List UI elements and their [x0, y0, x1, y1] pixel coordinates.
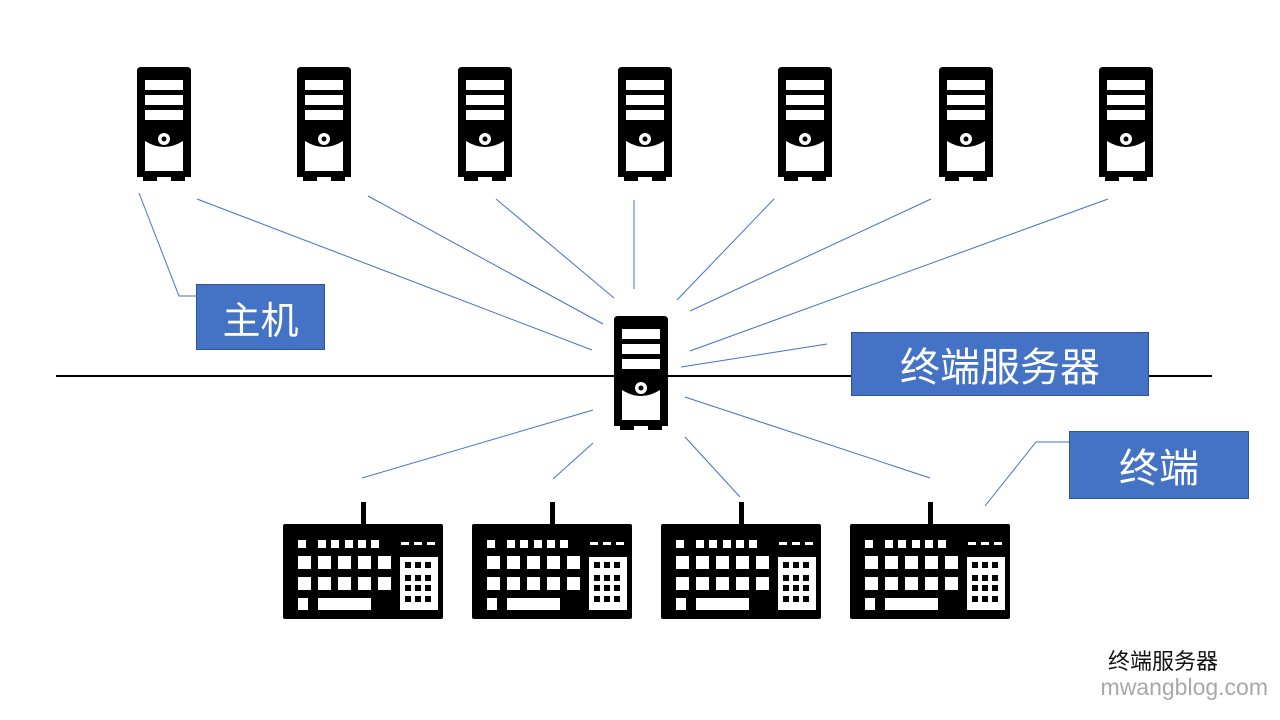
connector-host-2: [367, 195, 604, 325]
connector-host-3: [495, 198, 615, 299]
host-4-icon: [618, 67, 672, 181]
terminal-connectors: [361, 396, 1069, 507]
connector-terminal-1: [361, 409, 594, 479]
terminal-label-text: 终端: [1119, 446, 1199, 492]
terminal-server-icon: [614, 316, 668, 430]
connector-host-1: [196, 198, 593, 351]
terminal-server-label-text: 终端服务器: [900, 345, 1100, 391]
host-7-icon: [1099, 67, 1153, 181]
host-6-icon: [939, 67, 993, 181]
host-connectors: [138, 192, 1109, 368]
host-1-icon: [137, 67, 191, 181]
terminal-4-keyboard-icon: [850, 502, 1010, 619]
terminal-server-label: 终端服务器: [851, 332, 1149, 396]
connector-terminal-label: [984, 441, 1069, 507]
connector-host-7: [689, 198, 1109, 352]
host-label: 主机: [196, 284, 325, 350]
terminal-3-keyboard-icon: [661, 502, 821, 619]
caption: 终端服务器: [1107, 650, 1218, 675]
connector-server-label: [680, 343, 828, 368]
watermark: mwangblog.com: [1100, 674, 1268, 700]
connector-host-label: [138, 192, 196, 297]
host-2-icon: [297, 67, 351, 181]
host-label-text: 主机: [222, 298, 299, 343]
connector-terminal-4: [684, 396, 931, 479]
host-3-icon: [458, 67, 512, 181]
connector-host-5: [676, 198, 775, 301]
terminal-2-keyboard-icon: [472, 502, 632, 619]
connector-terminal-3: [684, 436, 741, 498]
terminal-label: 终端: [1069, 431, 1249, 499]
terminal-1-keyboard-icon: [283, 502, 443, 619]
host-5-icon: [778, 67, 832, 181]
connector-host-6: [689, 198, 932, 312]
connector-terminal-2: [552, 442, 594, 480]
